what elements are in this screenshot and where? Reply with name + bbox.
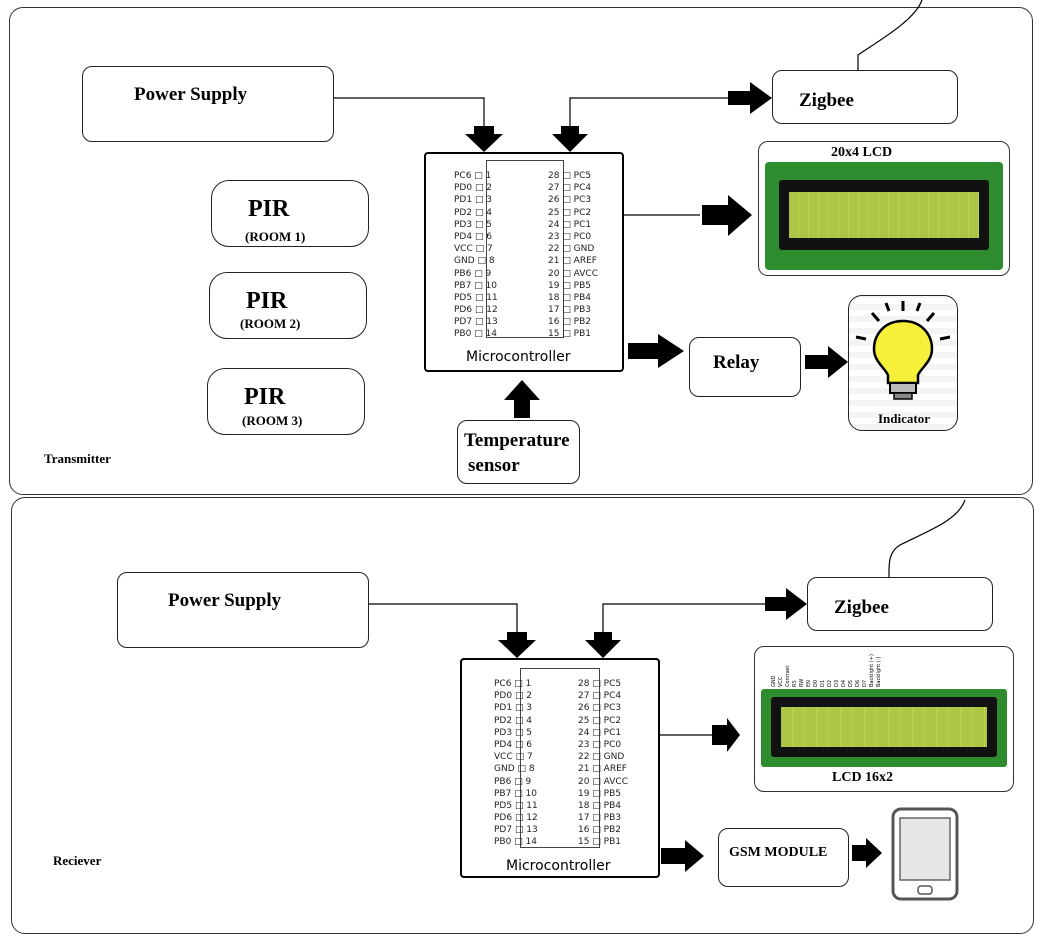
rx-lcd-pin-labels: GND VCC Contrast RS RW EN D0 D1 D2 D3 D4…: [771, 654, 882, 687]
rx-power-arrow: [498, 632, 536, 658]
rx-chip-body-outline: [520, 668, 600, 848]
rx-microcontroller-label: Microcontroller: [506, 858, 611, 874]
tx-zigbee-box: [772, 70, 958, 124]
temperature-sensor-label-line2: sensor: [468, 455, 520, 476]
receiver-section-label: Reciever: [53, 853, 102, 868]
rx-gsm-arrow: [661, 840, 704, 872]
relay-box: [689, 337, 801, 397]
tx-indicator-arrow: [805, 346, 848, 378]
tx-power-arrow: [465, 126, 503, 152]
tx-microcontroller-label: Microcontroller: [466, 349, 571, 365]
tx-zigbee-down-arrow: [552, 126, 588, 152]
tx-zigbee-label: Zigbee: [799, 90, 854, 111]
rx-lcd-bezel: [771, 697, 997, 757]
relay-label: Relay: [713, 352, 760, 373]
rx-zigbee-down-arrow: [585, 632, 621, 658]
pir-room-2-room: (ROOM 2): [240, 316, 301, 331]
rx-lcd-arrow: [712, 718, 740, 752]
pir-room-3-title: PIR: [244, 384, 286, 410]
tx-zigbee-wire: [569, 97, 728, 126]
pir-room-3-box: [207, 368, 365, 435]
tx-antenna-wire: [857, 0, 923, 70]
tx-lcd-board: [765, 162, 1003, 270]
rx-antenna-wire: [888, 499, 966, 578]
tx-chip-body-outline: [486, 160, 564, 338]
pir-room-1-title: PIR: [248, 196, 290, 222]
bulb-icon: [855, 301, 951, 400]
rx-zigbee-label: Zigbee: [834, 597, 889, 618]
pir-room-2-title: PIR: [246, 288, 288, 314]
rx-lcd-screen: [781, 707, 987, 747]
temperature-sensor-label-line1: Temperature: [464, 430, 570, 451]
phone-icon: [891, 807, 959, 901]
gsm-module-box: [718, 828, 849, 887]
tx-temp-arrow: [504, 380, 540, 418]
pir-room-3-room: (ROOM 3): [242, 413, 303, 428]
tx-zigbee-right-arrow: [728, 82, 772, 114]
rx-phone-arrow: [852, 838, 882, 868]
rx-zigbee-box: [807, 577, 993, 631]
rx-zigbee-right-arrow: [765, 588, 807, 620]
rx-lcd-label: LCD 16x2: [832, 770, 894, 785]
pir-room-2-box: [209, 272, 367, 339]
tx-lcd-label: 20x4 LCD: [831, 145, 893, 160]
indicator-label: Indicator: [878, 411, 930, 426]
rx-lcd-board: [761, 689, 1007, 767]
tx-lcd-20x4: 20x4 LCD: [758, 141, 1010, 276]
tx-power-supply-box: [82, 66, 334, 142]
gsm-module-label: GSM MODULE: [729, 845, 828, 860]
rx-power-wire: [369, 603, 518, 632]
pir-room-1-room: (ROOM 1): [245, 229, 306, 244]
tx-lcd-bezel: [779, 180, 989, 250]
temperature-sensor-box: [457, 420, 580, 484]
tx-relay-arrow: [628, 334, 684, 368]
rx-zigbee-wire: [602, 603, 765, 632]
tx-lcd-arrow: [702, 195, 752, 236]
tx-lcd-screen: [789, 192, 979, 238]
tx-power-wire: [334, 97, 485, 126]
tx-power-supply-label: Power Supply: [134, 84, 248, 105]
rx-power-supply-box: [117, 572, 369, 648]
rx-lcd-16x2: GND VCC Contrast RS RW EN D0 D1 D2 D3 D4…: [754, 646, 1014, 792]
pir-room-1-box: [211, 180, 369, 247]
transmitter-section-label: Transmitter: [44, 451, 111, 466]
rx-power-supply-label: Power Supply: [168, 590, 282, 611]
